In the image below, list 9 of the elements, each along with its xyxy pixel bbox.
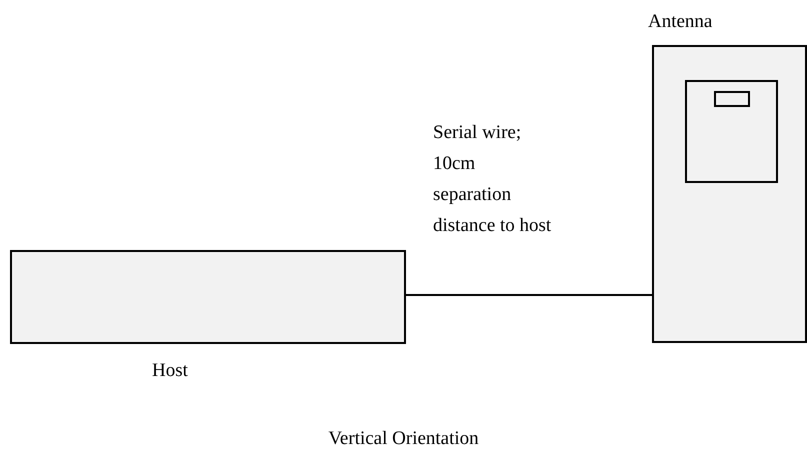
device-label: Antenna <box>648 11 712 33</box>
antenna-panel <box>685 80 778 183</box>
wire-line <box>406 294 652 296</box>
antenna-slot <box>714 91 750 107</box>
caption: Vertical Orientation <box>327 428 480 450</box>
antenna-housing <box>652 45 807 343</box>
host-box <box>10 250 406 344</box>
device-label: Host <box>152 360 188 382</box>
edge-label: Serial wire; 10cm separation distance to host <box>433 121 552 238</box>
